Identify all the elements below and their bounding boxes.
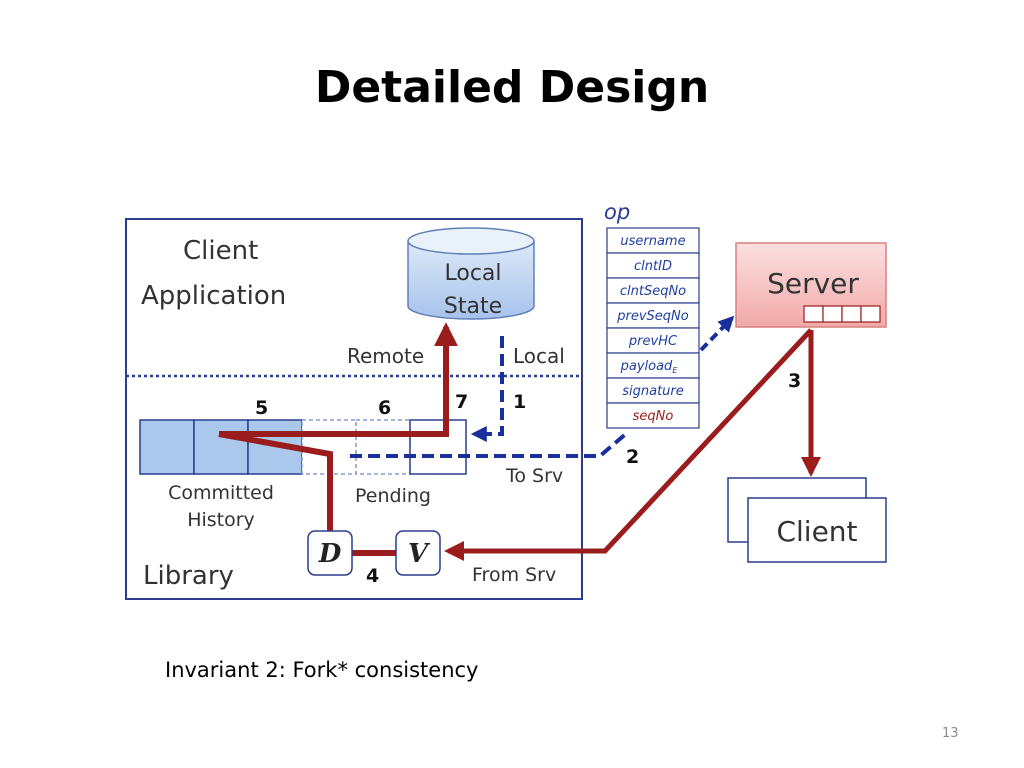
client-application-label-2: Application	[141, 281, 286, 311]
pending-to-server-arrow	[350, 430, 630, 458]
remote-label: Remote	[347, 344, 424, 368]
local-state-label-1: Local	[444, 261, 501, 286]
database-cylinder-icon	[407, 227, 535, 320]
v-box	[395, 530, 441, 576]
op-field-prevhc: prevHC	[628, 334, 678, 349]
server-queue-cells	[803, 305, 881, 323]
step-3: 3	[788, 370, 801, 392]
d-box-label: D	[318, 539, 342, 569]
op-field-payload-subscript: E	[672, 366, 678, 375]
local-to-pending-arrow	[470, 336, 504, 442]
from-srv-label: From Srv	[472, 564, 556, 586]
local-label: Local	[513, 344, 565, 368]
step-2: 2	[626, 446, 639, 468]
op-field-username: username	[620, 234, 685, 249]
op-field-payload: payloadE	[620, 359, 679, 375]
pending-cells	[301, 419, 467, 475]
pending-label: Pending	[355, 485, 431, 507]
history-to-d-line	[218, 431, 333, 531]
step-7: 7	[455, 391, 468, 413]
library-label: Library	[143, 561, 234, 591]
server-label: Server	[767, 267, 859, 300]
server-to-v-arrow	[444, 328, 813, 561]
op-field-signature: signature	[622, 384, 684, 399]
op-to-server-arrow	[699, 315, 735, 352]
page-number: 13	[942, 726, 959, 741]
d-box	[307, 530, 353, 576]
remote-apply-arrow	[219, 322, 458, 437]
v-box-label: V	[408, 539, 431, 569]
local-state-label-2: State	[444, 294, 502, 319]
op-field-payload-name: payload	[620, 359, 673, 374]
committed-history-label-2: History	[187, 509, 255, 531]
client-application-label-1: Client	[183, 236, 258, 266]
op-title: op	[604, 200, 630, 224]
to-srv-label: To Srv	[505, 465, 563, 487]
invariant-caption: Invariant 2: Fork* consistency	[165, 658, 479, 682]
op-field-clntid: clntID	[634, 259, 672, 274]
step-1: 1	[513, 391, 526, 413]
committed-history-label-1: Committed	[168, 482, 274, 504]
op-field-clntseqno: clntSeqNo	[620, 284, 686, 299]
op-field-prevseqno: prevSeqNo	[616, 309, 689, 324]
op-fields-table	[606, 227, 700, 429]
step-5: 5	[255, 397, 268, 419]
step-6: 6	[378, 397, 391, 419]
client-label: Client	[776, 515, 857, 548]
slide-title: Detailed Design	[314, 62, 710, 113]
op-field-seqno: seqNo	[633, 409, 674, 424]
step-4: 4	[366, 565, 379, 587]
client-box-front	[747, 497, 887, 563]
